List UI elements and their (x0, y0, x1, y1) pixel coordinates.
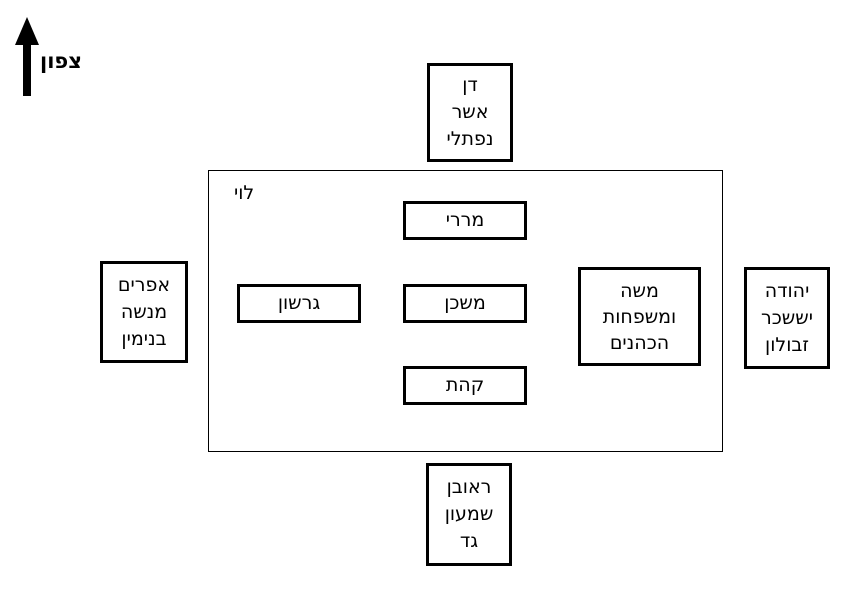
levite-camp-label: לוי (234, 182, 255, 204)
levite-box-moshe-kohanim: משה ומשפחות הכהנים (578, 267, 701, 366)
levite-family-name: הכהנים (609, 331, 670, 354)
tribe-name: זבולון (765, 333, 809, 356)
levite-family-name: משה (620, 279, 659, 302)
north-label: צפון (40, 49, 82, 73)
tribe-name: ראובן (446, 476, 492, 498)
mishkan-box: משכן (403, 284, 527, 323)
tribe-name: מנשה (120, 300, 168, 323)
levite-family-name: מררי (445, 209, 485, 231)
levite-family-name: ומשפחות (602, 305, 677, 328)
tribe-name: שמעון (444, 503, 494, 525)
levite-family-name: קהת (445, 374, 485, 396)
levite-family-name: גרשון (277, 292, 321, 314)
levite-box-kehat: קהת (403, 366, 527, 405)
tribe-name: דן (462, 74, 478, 96)
camp-box-east-yehuda: יהודה יששכר זבולון (744, 267, 830, 369)
tribe-name: נפתלי (446, 128, 494, 150)
mishkan-label: משכן (444, 292, 486, 314)
north-arrow-icon (15, 17, 39, 96)
arrow-shaft (23, 45, 31, 96)
tribe-name: יששכר (761, 306, 813, 329)
camp-box-west-ephraim: אפרים מנשה בנימין (100, 261, 188, 363)
tribe-name: יהודה (764, 279, 810, 302)
tribe-name: אשר (451, 101, 489, 123)
camp-box-south-reuven: ראובן שמעון גד (426, 463, 512, 566)
tribe-name: בנימין (121, 327, 167, 350)
levite-box-gershon: גרשון (237, 284, 361, 323)
tribe-name: אפרים (117, 273, 171, 296)
levite-box-merari: מררי (403, 201, 527, 240)
camp-box-north-dan: דן אשר נפתלי (427, 63, 513, 162)
tribe-name: גד (459, 530, 479, 552)
arrow-head (15, 17, 39, 45)
